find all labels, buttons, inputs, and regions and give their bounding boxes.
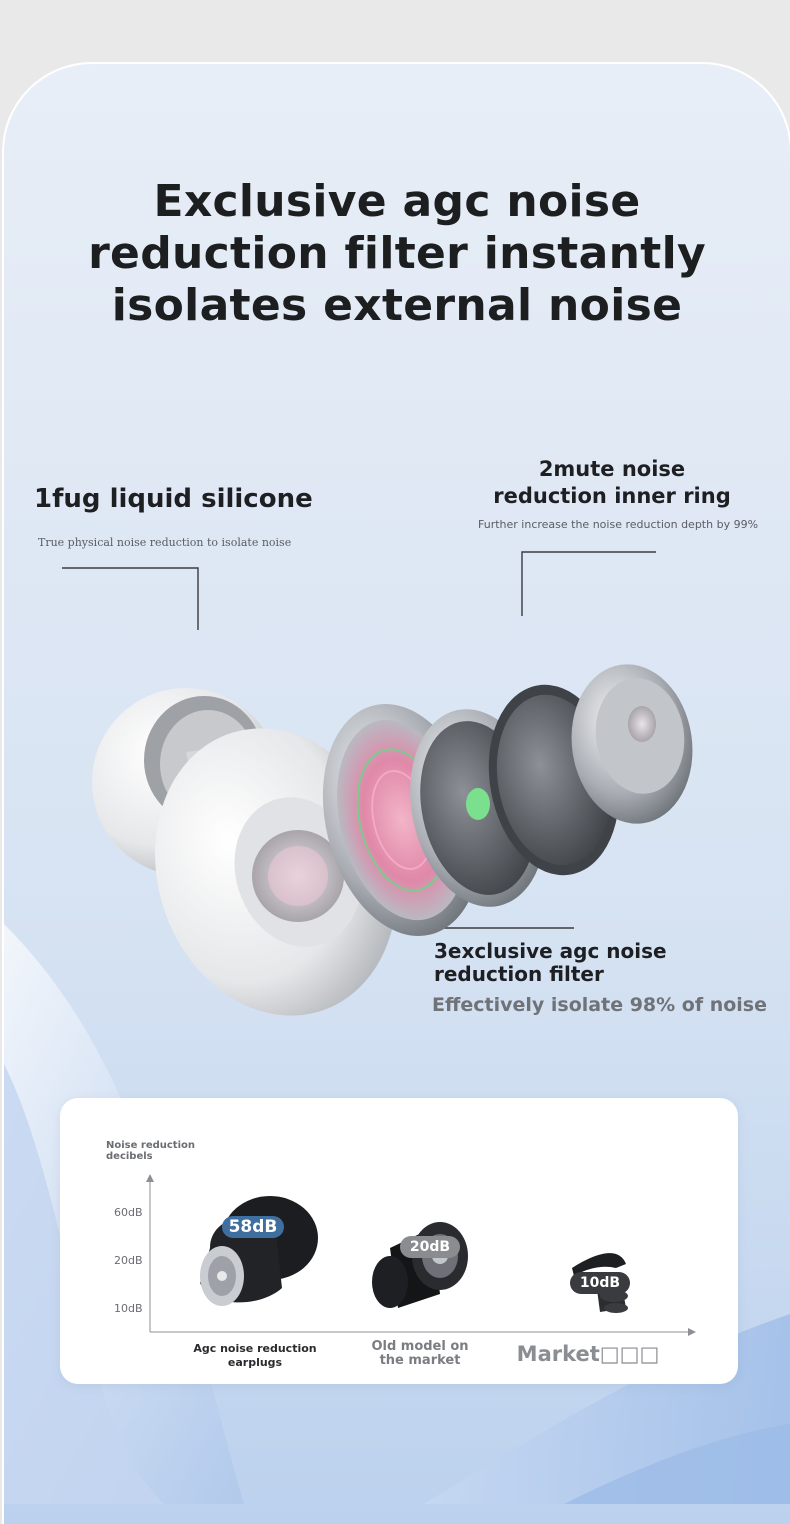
feature-3-heading-line-2: reduction filter	[434, 962, 604, 986]
feature-3-heading-line-1: 3exclusive agc noise	[434, 939, 667, 963]
axis-label-line-2: decibels	[106, 1151, 153, 1162]
feature-2-heading-line-1: 2mute noise	[538, 457, 686, 481]
feature-2-subtext: Further increase the noise reduction dep…	[478, 518, 759, 531]
feature-2-heading-line-2: reduction inner ring	[493, 484, 731, 508]
category-agc-label: Agc noise reduction earplugs	[180, 1342, 330, 1370]
category-market-label: Market□□□	[516, 1342, 660, 1366]
tick-60db: 60dB	[114, 1206, 143, 1219]
product-card: Exclusive agc noise reduction filter ins…	[2, 62, 790, 1524]
title-line-2: reduction filter instantly	[88, 228, 706, 279]
category-2-line-2: the market	[379, 1353, 461, 1368]
category-1-line-1: Agc noise reduction	[193, 1342, 317, 1355]
feature-2-heading: 2mute noise reduction inner ring	[454, 456, 770, 510]
category-old-label: Old model on the market	[344, 1340, 496, 1368]
comparison-panel: Noise reduction decibels 60dB 20dB 10dB	[60, 1098, 738, 1384]
old-earplug-image	[372, 1222, 468, 1308]
earplug-exploded-illustration	[92, 664, 693, 1016]
badge-58db: 58dB	[222, 1216, 284, 1238]
feature-1-subtext: True physical noise reduction to isolate…	[38, 536, 292, 549]
badge-20db: 20dB	[400, 1236, 460, 1258]
agc-earplug-image	[200, 1196, 318, 1306]
title-line-3: isolates external noise	[111, 280, 683, 331]
tick-20db: 20dB	[114, 1254, 143, 1267]
feature-3-subtext: Effectively isolate 98% of noise	[432, 994, 768, 1016]
chart-axis-label: Noise reduction decibels	[106, 1140, 226, 1162]
tick-10db: 10dB	[114, 1302, 143, 1315]
feature-3-heading: 3exclusive agc noise reduction filter	[434, 940, 667, 986]
badge-10db: 10dB	[570, 1272, 630, 1294]
category-2-line-1: Old model on	[371, 1339, 469, 1354]
title-line-1: Exclusive agc noise	[153, 176, 641, 227]
page-title: Exclusive agc noise reduction filter ins…	[4, 176, 790, 332]
feature-1-heading: 1fug liquid silicone	[34, 484, 313, 514]
category-1-line-2: earplugs	[227, 1356, 283, 1369]
axis-label-line-1: Noise reduction	[106, 1140, 195, 1151]
